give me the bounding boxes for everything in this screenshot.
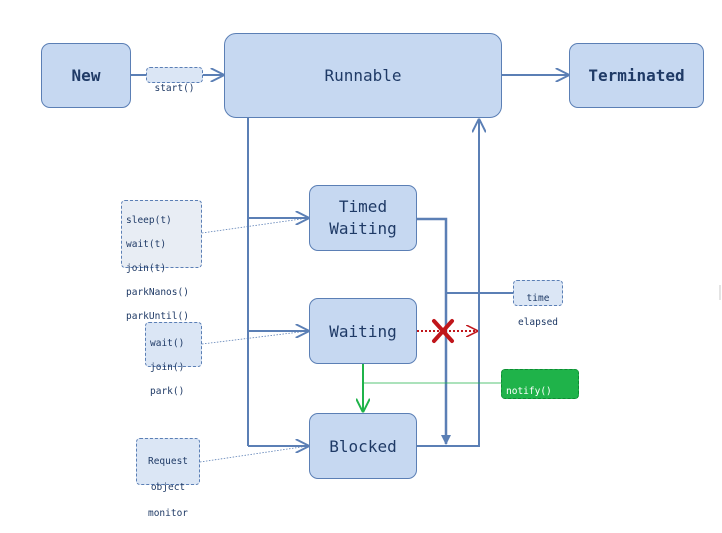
arrow-timed-waiting-down	[417, 217, 451, 445]
start-label-text: start()	[154, 83, 195, 94]
state-waiting: Waiting	[309, 298, 417, 364]
state-blocked: Blocked	[309, 413, 417, 479]
timed-methods-note: sleep(t) wait(t) join(t) parkNanos() par…	[121, 200, 202, 322]
state-timed-waiting-label: Timed Waiting	[329, 197, 397, 238]
timed-note-connector	[201, 217, 309, 234]
state-timed-waiting: Timed Waiting	[309, 185, 417, 251]
cross-icon	[432, 319, 454, 343]
waiting-method: join()	[150, 362, 185, 373]
state-new: New	[41, 43, 131, 108]
notify-method: notifyAll()	[506, 412, 569, 423]
notify-methods-note: notify() notifyAll()	[501, 369, 579, 423]
timed-method: parkUntil()	[126, 311, 189, 322]
state-runnable: Runnable	[224, 33, 502, 118]
waiting-method: park()	[150, 386, 185, 397]
time-elapsed-line: time	[526, 293, 550, 304]
blocked-reason-line: monitor	[147, 508, 189, 519]
state-terminated-label: Terminated	[588, 66, 685, 85]
timed-method: parkNanos()	[126, 287, 189, 298]
waiting-method: wait()	[150, 338, 185, 349]
state-new-label: New	[71, 66, 101, 85]
blocked-reason-note: Request object monitor	[136, 438, 200, 519]
state-terminated: Terminated	[569, 43, 704, 108]
waiting-methods-note: wait() join() park()	[145, 322, 202, 397]
timed-method: join(t)	[126, 263, 167, 274]
notify-method: notify()	[506, 386, 552, 397]
arrow-blocked-to-runnable	[417, 120, 479, 447]
start-label: start()	[146, 67, 203, 94]
blocked-note-connector	[199, 445, 309, 463]
blocked-reason-line: Request	[147, 456, 189, 467]
waiting-note-connector	[201, 330, 309, 345]
blocked-reason-line: object	[150, 482, 186, 493]
diagram-canvas	[131, 0, 721, 463]
state-blocked-label: Blocked	[329, 436, 397, 456]
time-elapsed-line: elapsed	[517, 317, 559, 328]
time-elapsed-note: time elapsed	[513, 280, 563, 328]
timed-method: wait(t)	[126, 239, 167, 250]
timed-method: sleep(t)	[126, 215, 172, 226]
state-waiting-label: Waiting	[329, 321, 397, 341]
state-runnable-label: Runnable	[324, 66, 402, 85]
